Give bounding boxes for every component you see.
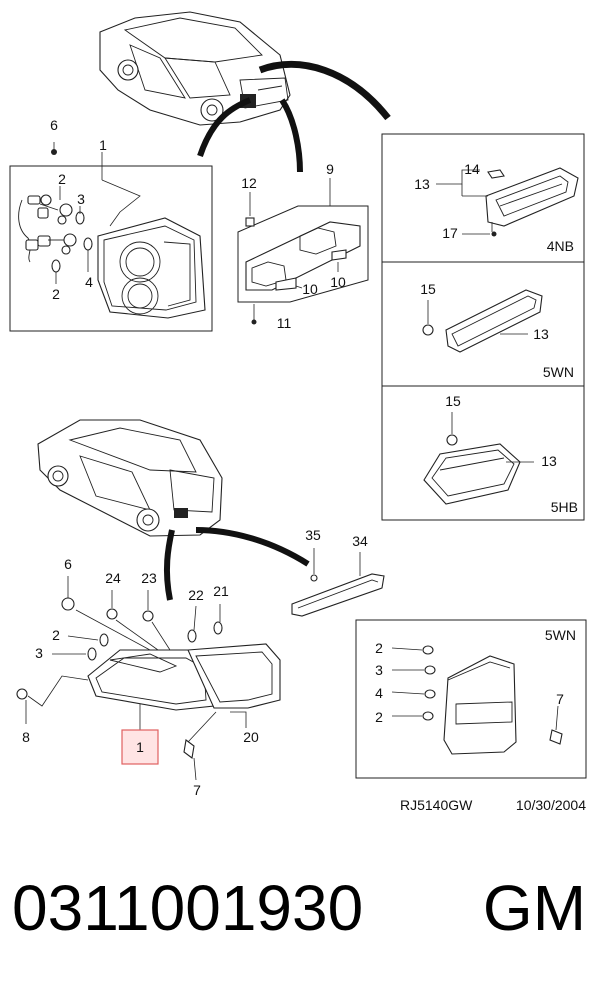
variant-label-5wn: 5WN (543, 364, 574, 380)
callout-8: 8 (22, 729, 30, 745)
callout-2-inset-a: 2 (375, 640, 383, 656)
variant-label-5wn-inset: 5WN (545, 627, 576, 643)
callout-34: 34 (352, 533, 368, 549)
top-left-box (9, 165, 213, 332)
hatchback-illustration (37, 419, 223, 537)
hmsl-4nb (436, 167, 579, 237)
callout-4-top: 4 (85, 274, 93, 290)
callout-1-top: 1 (99, 137, 107, 153)
callout-13-4nb: 13 (414, 176, 430, 192)
callout-4-inset: 4 (375, 685, 383, 701)
variant-box-5hb (381, 385, 585, 521)
callout-9: 9 (326, 161, 334, 177)
part-number: 0311001930 (12, 872, 363, 944)
callout-2-top-b: 2 (52, 286, 60, 302)
hmsl-5wn (422, 289, 543, 353)
callout-3-bottom: 3 (35, 645, 43, 661)
inset-5wn-box (355, 619, 587, 779)
drawing-date: 10/30/2004 (516, 797, 586, 813)
callout-12: 12 (241, 175, 257, 191)
callout-15-5wn: 15 (420, 281, 436, 297)
callout-15-5hb: 15 (445, 393, 461, 409)
hmsl-5hb (423, 412, 534, 505)
callout-13-5wn: 13 (533, 326, 549, 342)
brand-label: GM (483, 872, 586, 944)
callout-3-inset: 3 (375, 662, 383, 678)
callout-2-inset-b: 2 (375, 709, 383, 725)
inset-5wn-group (355, 619, 587, 779)
callout-17: 17 (442, 225, 458, 241)
callout-3-top: 3 (77, 191, 85, 207)
callout-1-highlight[interactable]: 1 (136, 739, 144, 755)
sedan-illustration (99, 11, 291, 126)
callout-7-bottom: 7 (193, 782, 201, 798)
callout-10-b: 10 (330, 274, 346, 290)
callout-2-top-a: 2 (58, 171, 66, 187)
license-lamp-group (237, 178, 369, 325)
callout-20: 20 (243, 729, 259, 745)
callout-23: 23 (141, 570, 157, 586)
drawing-code: RJ5140GW (400, 797, 473, 813)
callout-35: 35 (305, 527, 321, 543)
callout-11: 11 (277, 315, 292, 331)
callout-13-5hb: 13 (541, 453, 557, 469)
callout-6-top: 6 (50, 117, 58, 133)
callout-6-bottom: 6 (64, 556, 72, 572)
license-lamp-box (237, 205, 369, 303)
callout-22: 22 (188, 587, 204, 603)
callout-7-inset: 7 (556, 691, 564, 707)
callout-14: 14 (464, 161, 480, 177)
callout-2-bottom: 2 (52, 627, 60, 643)
bottom-tail-lamp-group (16, 576, 281, 781)
spoiler-lamp-group (291, 548, 385, 617)
variant-label-5hb: 5HB (551, 499, 578, 515)
callout-10-a: 10 (302, 281, 318, 297)
callout-21: 21 (213, 583, 229, 599)
highlighted-part-1[interactable] (121, 729, 159, 765)
callout-24: 24 (105, 570, 121, 586)
variant-label-4nb: 4NB (547, 238, 574, 254)
top-tail-lamp-group (9, 142, 213, 332)
